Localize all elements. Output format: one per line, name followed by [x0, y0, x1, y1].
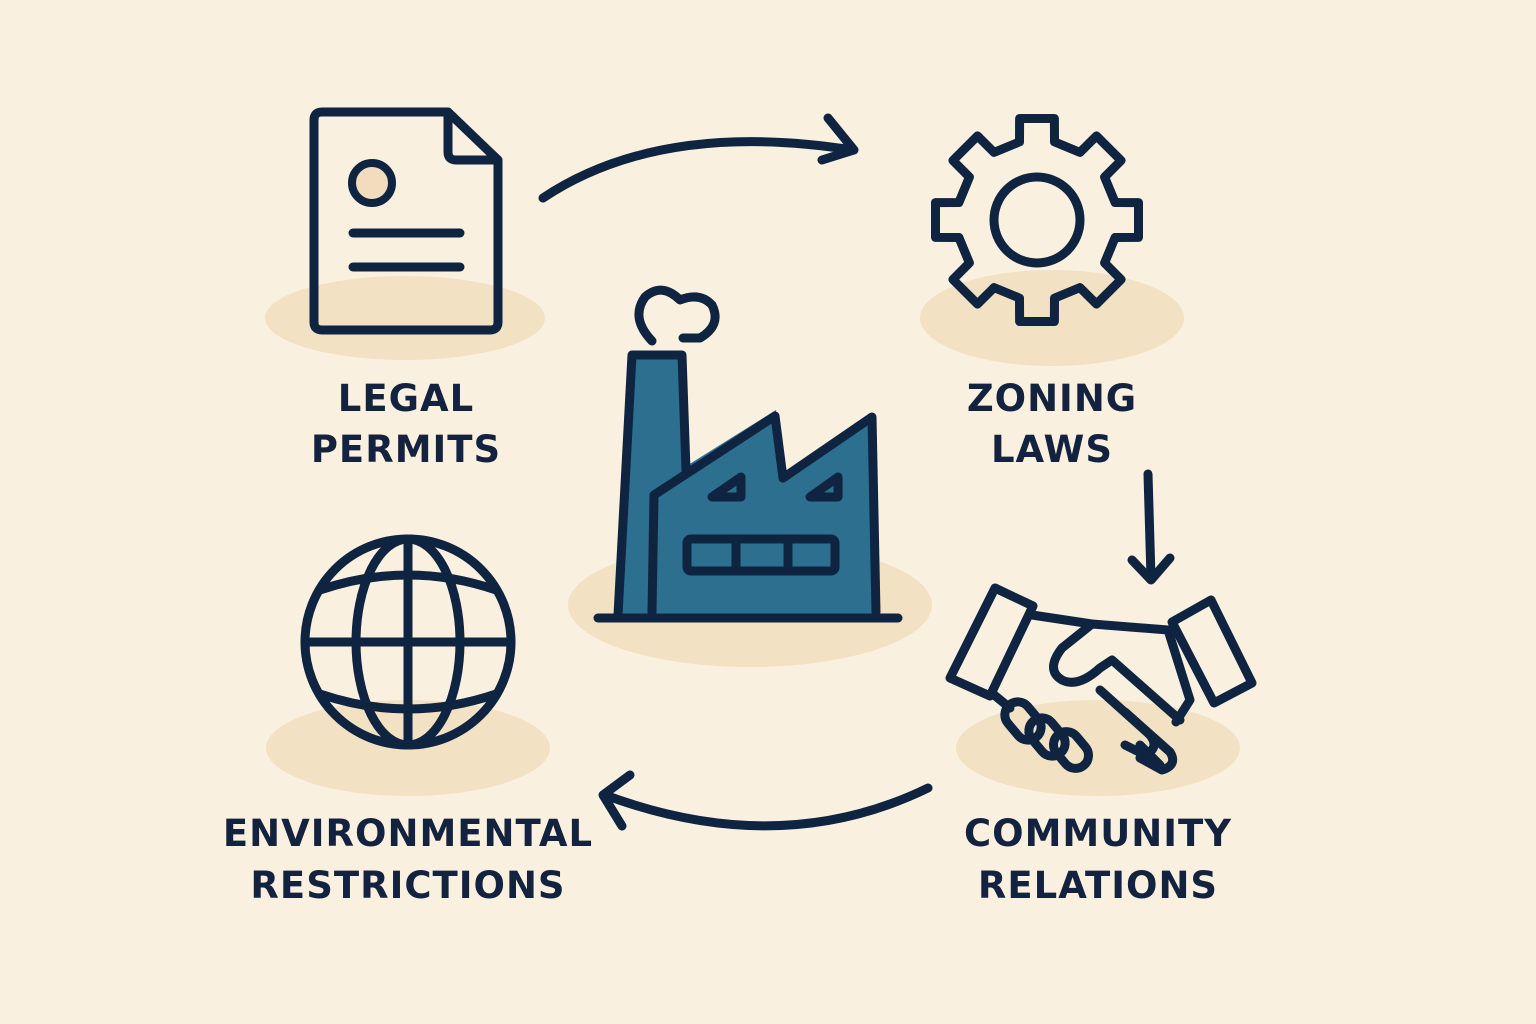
globe-icon [300, 534, 516, 750]
label-line: PERMITS [311, 428, 501, 471]
document-icon [309, 107, 503, 335]
factory-icon [593, 285, 903, 623]
label-line: ZONING [967, 377, 1137, 420]
label-line: LAWS [991, 428, 1113, 471]
label-line: RESTRICTIONS [250, 864, 565, 907]
label-line: LEGAL [338, 377, 474, 420]
label-line: COMMUNITY [964, 812, 1232, 855]
label-line: ENVIRONMENTAL [223, 812, 593, 855]
arrow-legal-to-zoning [538, 113, 859, 203]
arrow-community-to-environmental [598, 770, 933, 831]
label-zoning-laws: ZONING LAWS [967, 377, 1137, 471]
label-line: RELATIONS [978, 864, 1218, 907]
shadow-legal [265, 276, 545, 360]
label-legal-permits: LEGAL PERMITS [311, 377, 501, 471]
handshake-icon [945, 583, 1257, 775]
label-environmental-restrictions: ENVIRONMENTAL RESTRICTIONS [223, 812, 593, 907]
shadow-community [956, 700, 1240, 796]
label-community-relations: COMMUNITY RELATIONS [964, 812, 1232, 907]
gear-icon [931, 114, 1143, 326]
arrow-zoning-to-community [1127, 469, 1175, 585]
